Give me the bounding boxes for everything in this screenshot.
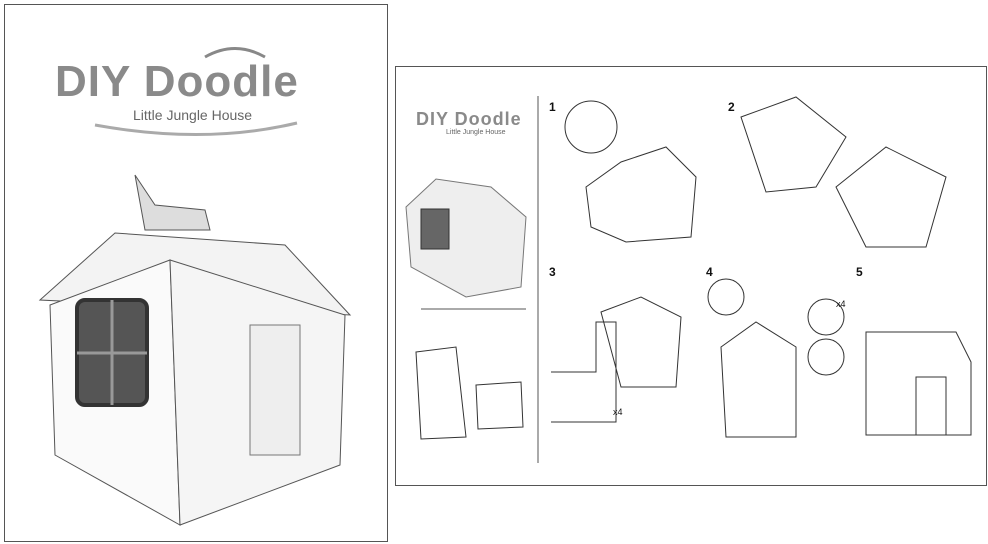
instructions-panel: DIY Doodle Little Jungle House 1 2 3 4 5… [395,66,987,486]
step-4-number: 4 [706,265,713,279]
assembly-diagrams [405,96,972,463]
brand-logo: DIY Doodle [55,57,299,106]
product-name: Little Jungle House [133,107,253,123]
step-3-number: 3 [549,265,556,279]
step-5-number: 5 [856,265,863,279]
instructions-product-name: Little Jungle House [446,129,506,136]
step-2-number: 2 [728,100,735,114]
house-illustration [38,47,352,526]
cover-panel: DIY Doodle Little Jungle House [4,4,388,542]
instructions-brand-logo: DIY Doodle [416,109,522,129]
step-1-number: 1 [549,100,556,114]
step-4-quantity: x4 [836,299,846,309]
step-3-quantity: x4 [613,407,623,417]
